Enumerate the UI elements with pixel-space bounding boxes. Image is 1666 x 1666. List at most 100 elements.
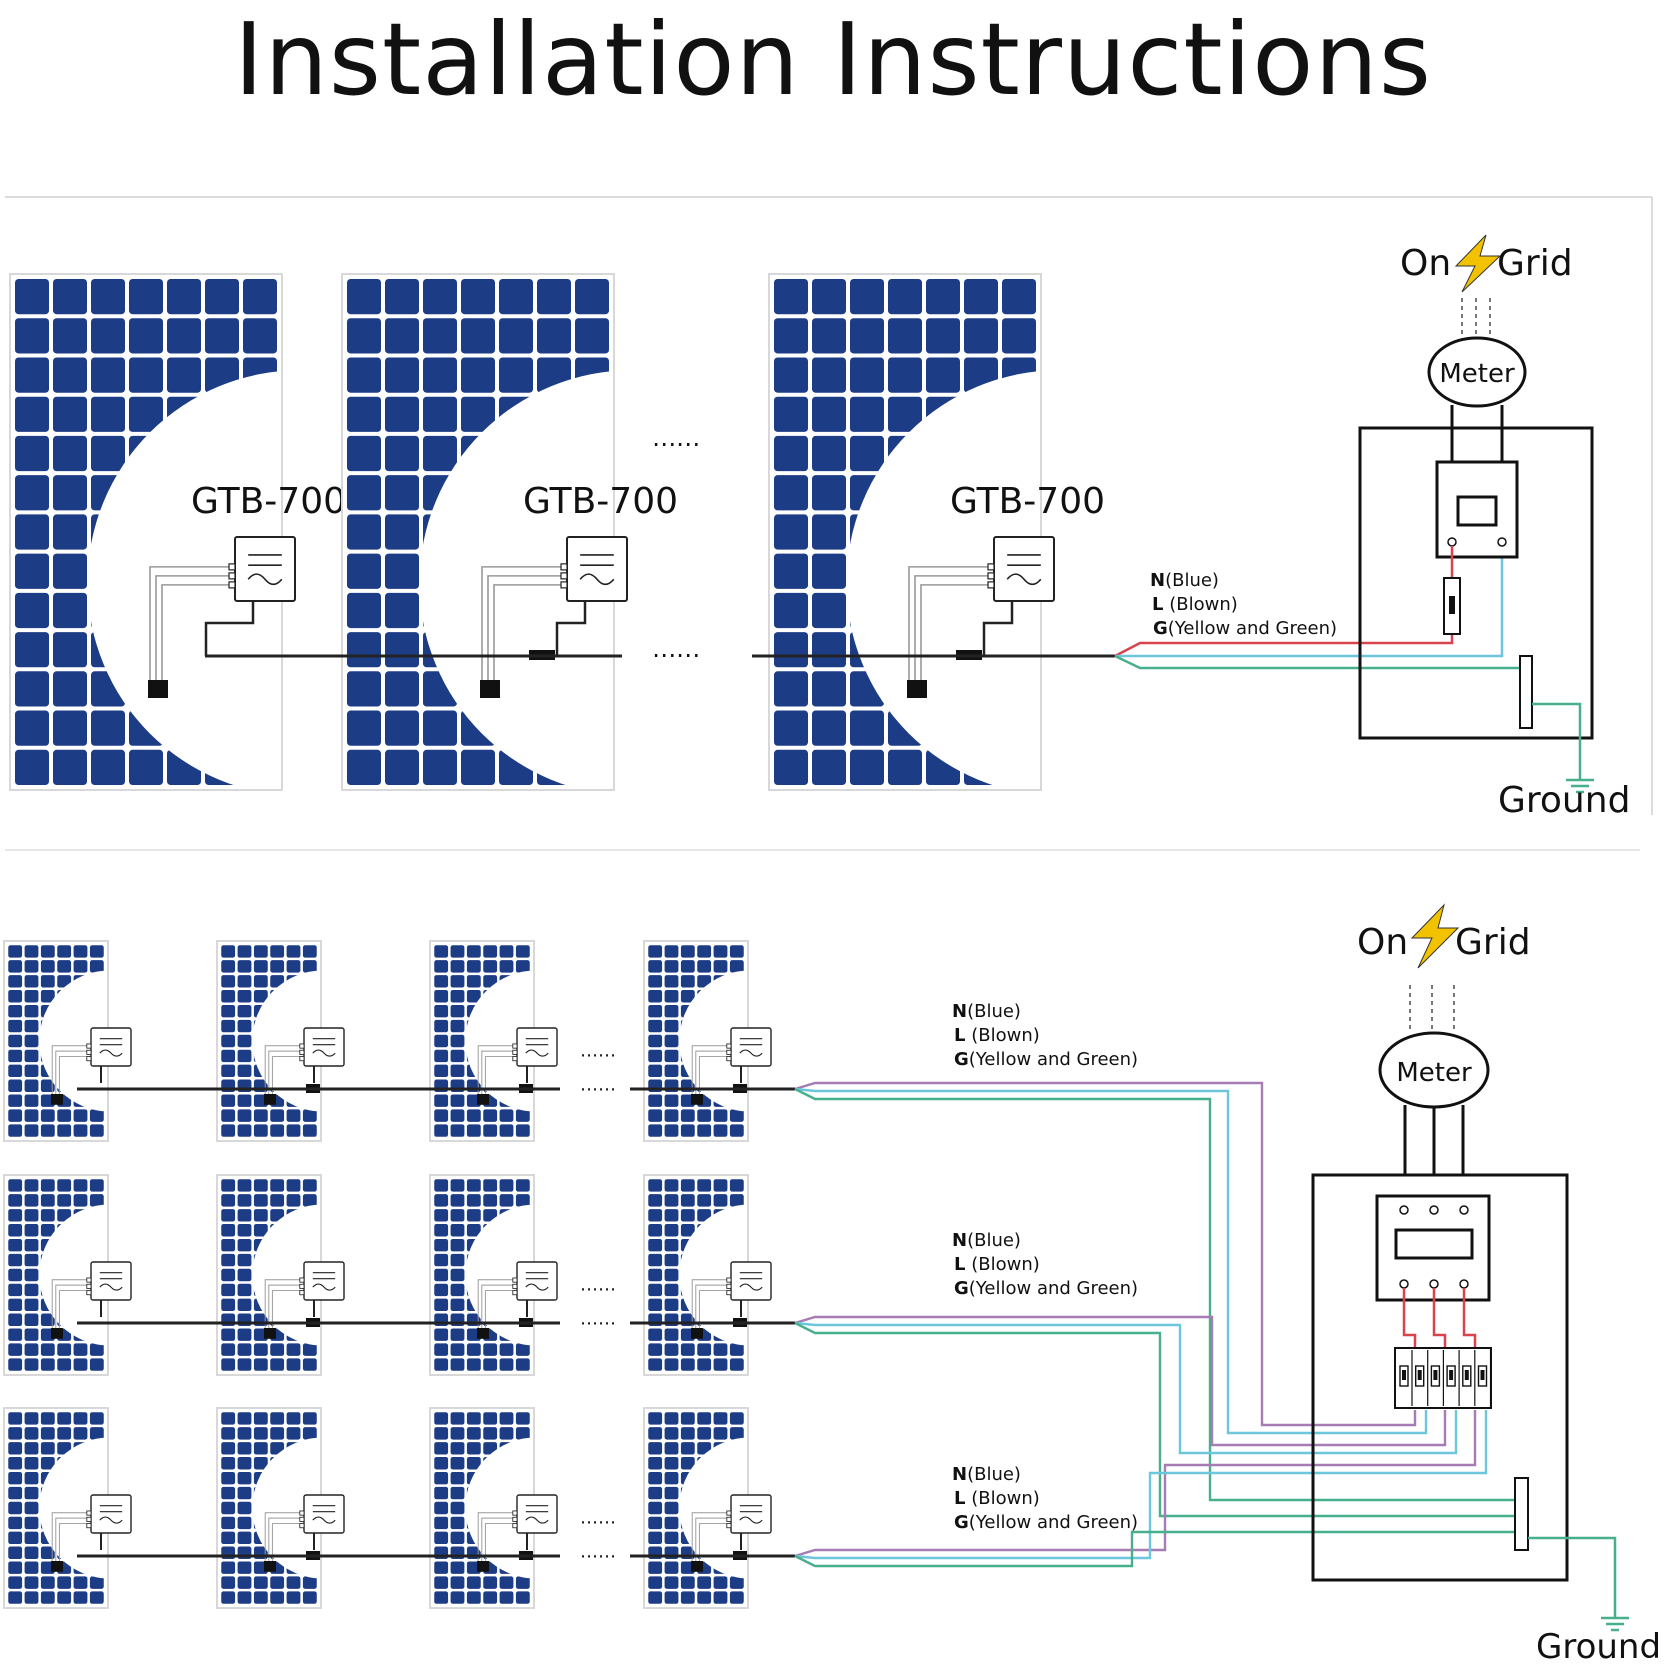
ground-lead bbox=[1532, 702, 1582, 780]
dc-leads bbox=[264, 1512, 301, 1572]
grid-label-on: On bbox=[1400, 243, 1451, 284]
inverter-label: GTB-700 bbox=[523, 481, 678, 522]
continuation-mark: ⋯⋯ bbox=[580, 1546, 616, 1567]
continuation-mark: ⋯⋯ bbox=[652, 430, 700, 458]
dc-leads bbox=[477, 1045, 514, 1105]
main-breaker bbox=[1435, 460, 1519, 559]
ground-lead bbox=[1528, 1536, 1617, 1618]
microinverter bbox=[726, 1494, 772, 1534]
solar-panel bbox=[429, 940, 535, 1142]
dc-leads bbox=[907, 566, 988, 698]
ground-wire bbox=[1114, 654, 1525, 670]
inverter-label: GTB-700 bbox=[191, 481, 346, 522]
neutral-wire bbox=[794, 1087, 1428, 1435]
microinverter bbox=[86, 1027, 132, 1067]
grid-feed-dashes bbox=[1409, 985, 1455, 1030]
dc-leads bbox=[148, 566, 229, 698]
meter-label: Meter bbox=[1439, 359, 1515, 389]
continuation-mark: ⋯⋯ bbox=[580, 1079, 616, 1100]
grid-label-grid: Grid bbox=[1497, 243, 1573, 284]
dc-leads bbox=[51, 1045, 88, 1105]
microinverter bbox=[512, 1027, 558, 1067]
breaker-leads bbox=[1402, 1288, 1477, 1348]
wire-legend-n: N(Blue) bbox=[952, 1464, 1021, 1485]
meter bbox=[1427, 336, 1527, 408]
live-wire bbox=[794, 1315, 1447, 1447]
dc-leads bbox=[691, 1045, 728, 1105]
three-phase-diagram: ⋯⋯ ⋯⋯ N(Blue) L (Blown) G(Yellow and Green) ⋯… bbox=[3, 903, 1661, 1666]
neutral-wire bbox=[1115, 540, 1504, 658]
wire-legend-n: N(Blue) bbox=[952, 1001, 1021, 1022]
solar-panel bbox=[341, 273, 615, 791]
microinverter bbox=[86, 1494, 132, 1534]
wire-legend-l: L (Blown) bbox=[954, 1254, 1040, 1275]
wire-legend-g: G(Yellow and Green) bbox=[1153, 618, 1337, 639]
meter-label: Meter bbox=[1396, 1058, 1472, 1088]
continuation-mark: ⋯⋯ bbox=[580, 1512, 616, 1533]
dc-leads bbox=[480, 566, 561, 698]
microinverter bbox=[299, 1261, 345, 1301]
continuation-mark: ⋯⋯ bbox=[652, 641, 700, 669]
microinverter bbox=[228, 536, 296, 602]
inverter-label: GTB-700 bbox=[950, 481, 1105, 522]
wire-legend-n: N(Blue) bbox=[952, 1230, 1021, 1251]
grid-label-on: On bbox=[1357, 922, 1408, 963]
live-wire bbox=[1114, 634, 1454, 658]
solar-panel bbox=[643, 1174, 749, 1376]
microinverter bbox=[299, 1494, 345, 1534]
solar-panel bbox=[429, 1407, 535, 1609]
microinverter bbox=[726, 1027, 772, 1067]
grid-label-grid: Grid bbox=[1455, 922, 1531, 963]
wire-legend-l: L (Blown) bbox=[954, 1025, 1040, 1046]
dc-leads bbox=[691, 1279, 728, 1339]
grid-feed-dashes bbox=[1461, 298, 1491, 340]
dc-leads bbox=[264, 1279, 301, 1339]
microinverter bbox=[512, 1261, 558, 1301]
ground-symbol-icon bbox=[1566, 778, 1594, 794]
microinverter bbox=[726, 1261, 772, 1301]
wire-legend-n: N(Blue) bbox=[1150, 570, 1219, 591]
meter bbox=[1378, 1031, 1490, 1109]
solar-panel bbox=[9, 273, 283, 791]
ground-symbol-icon bbox=[1601, 1616, 1629, 1632]
ac-drop bbox=[204, 601, 255, 656]
neutral-wire bbox=[794, 1321, 1458, 1455]
ground-bus-bar bbox=[1519, 655, 1533, 729]
ground-bus-bar bbox=[1514, 1477, 1529, 1551]
continuation-mark: ⋯⋯ bbox=[580, 1279, 616, 1300]
breaker-terminal bbox=[1497, 537, 1507, 547]
distribution-box bbox=[1311, 1173, 1569, 1582]
wire-legend-g: G(Yellow and Green) bbox=[954, 1049, 1138, 1070]
wire-legend-g: G(Yellow and Green) bbox=[954, 1512, 1138, 1533]
distribution-box bbox=[1358, 426, 1594, 740]
live-wire bbox=[794, 1081, 1417, 1427]
fuse-switch-lever bbox=[1449, 596, 1455, 614]
microinverter bbox=[86, 1261, 132, 1301]
dc-leads bbox=[264, 1045, 301, 1105]
page-title: Installation Instructions bbox=[234, 1, 1432, 118]
ground-label: Ground bbox=[1536, 1627, 1661, 1666]
dc-leads bbox=[477, 1512, 514, 1572]
microinverter bbox=[512, 1494, 558, 1534]
microinverter bbox=[987, 536, 1055, 602]
wire-legend-g: G(Yellow and Green) bbox=[954, 1278, 1138, 1299]
microinverter bbox=[560, 536, 628, 602]
ac-drop bbox=[555, 601, 587, 656]
neutral-wire bbox=[794, 1410, 1488, 1560]
dc-leads bbox=[51, 1512, 88, 1572]
breaker-window bbox=[1456, 495, 1498, 527]
live-wire bbox=[794, 1410, 1477, 1558]
ac-drop bbox=[982, 601, 1014, 656]
dc-leads bbox=[691, 1512, 728, 1572]
lightning-bolt-icon bbox=[1410, 903, 1460, 969]
microinverter bbox=[299, 1027, 345, 1067]
ground-wire bbox=[794, 1530, 1515, 1568]
lightning-bolt-icon bbox=[1454, 234, 1502, 293]
dc-leads bbox=[477, 1279, 514, 1339]
continuation-mark: ⋯⋯ bbox=[580, 1313, 616, 1334]
breaker-window bbox=[1394, 1228, 1474, 1260]
solar-panel bbox=[768, 273, 1042, 791]
ground-wire bbox=[794, 1321, 1515, 1518]
